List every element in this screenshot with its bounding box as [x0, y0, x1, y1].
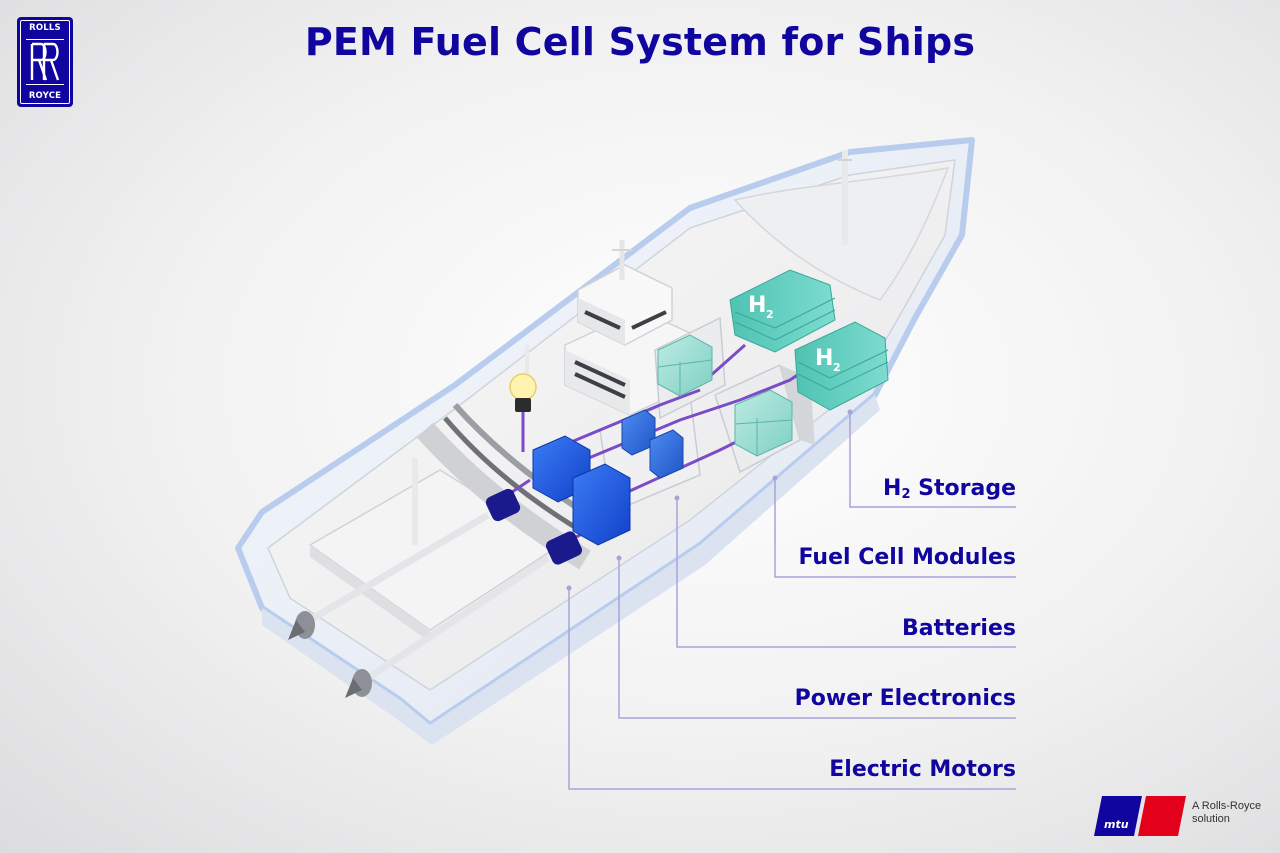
fuel-cell-module-2 — [734, 389, 793, 457]
electric-motor-1 — [485, 488, 521, 522]
light-bulb-icon — [509, 373, 537, 452]
leader-lines — [568, 412, 1016, 790]
label-electric-motors: Electric Motors — [829, 757, 1016, 782]
label-batteries: Batteries — [902, 616, 1016, 641]
h2-badge-2-sub: 2 — [833, 361, 841, 374]
mtu-tagline-line-1: A Rolls-Royce — [1192, 800, 1262, 812]
masts — [412, 150, 852, 545]
propellers — [288, 611, 372, 698]
rr-monogram-icon — [26, 39, 64, 85]
label-h2-storage: H2 Storage — [883, 476, 1016, 502]
leader-dots — [566, 409, 853, 591]
h2-badge-1-sub: 2 — [766, 308, 774, 321]
page-title: PEM Fuel Cell System for Ships — [304, 20, 976, 64]
power-electronics-2 — [572, 463, 631, 546]
label-power-electronics: Power Electronics — [794, 686, 1016, 711]
fuel-cell-module-1 — [657, 334, 713, 397]
mtu-logo-word: mtu — [1104, 818, 1129, 831]
mtu-logo: mtu — [1094, 796, 1186, 836]
bow-curve — [733, 167, 950, 301]
label-h2-prefix: H — [883, 476, 902, 501]
battery-2 — [649, 429, 684, 479]
label-fuel-cell-modules: Fuel Cell Modules — [798, 545, 1017, 570]
propeller-shafts — [308, 511, 550, 683]
h2-storage-tank-2: H 2 — [794, 321, 889, 411]
label-h2-rest: Storage — [910, 476, 1016, 501]
rr-logo-top-word: ROLLS — [29, 23, 61, 33]
mtu-tagline: A Rolls-Royce solution — [1192, 800, 1261, 826]
h2-badge-1: H — [748, 293, 766, 318]
h2-storage-tank-1: H 2 — [729, 269, 836, 353]
h2-badge-2: H — [815, 346, 833, 371]
label-h2-subscript: 2 — [901, 487, 911, 502]
mtu-tagline-line-2: solution — [1192, 813, 1230, 825]
rolls-royce-logo: ROLLS ROYCE — [17, 17, 73, 107]
rr-logo-bottom-word: ROYCE — [28, 91, 62, 101]
electric-motor-2 — [545, 531, 583, 565]
